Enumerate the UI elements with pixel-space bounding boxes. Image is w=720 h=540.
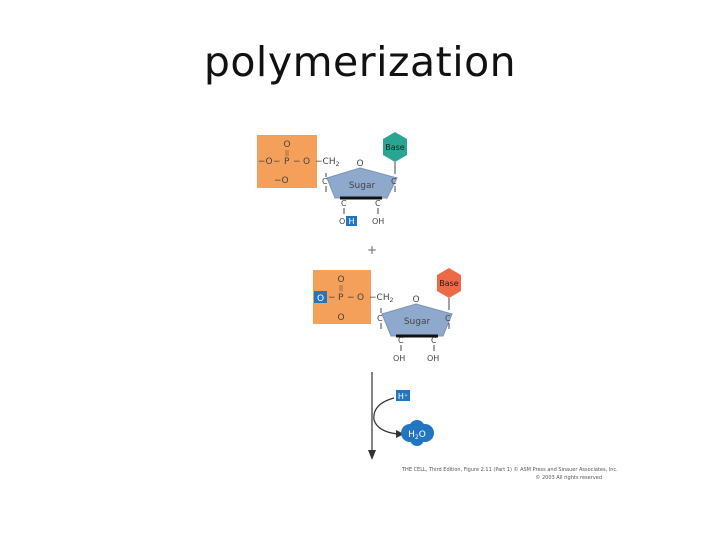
main-arrow-head xyxy=(368,450,376,460)
o-highlight-box xyxy=(314,291,327,303)
phosphate-o-left: −O xyxy=(258,157,273,167)
release-arrow-head xyxy=(396,430,404,438)
base-label-bottom: Base xyxy=(439,279,459,288)
credit-line-2: © 2003 All rights reserved xyxy=(535,475,602,481)
phosphate-o-bottom: −O xyxy=(274,176,289,186)
c-bottom-right-top: C xyxy=(375,199,381,208)
c-right-bottom: C xyxy=(445,314,451,323)
phosphate-o-bottom-b: O xyxy=(337,313,344,323)
nucleotide-bottom: O || O − P − O O −CH2 O Sugar Base C C C… xyxy=(313,268,461,363)
phosphate-dash-left: − xyxy=(273,157,281,167)
sugar-label-bottom: Sugar xyxy=(404,317,431,327)
ch2-label: −CH2 xyxy=(315,157,340,168)
phosphate-p: P xyxy=(284,157,290,167)
phosphate-dash-right: − xyxy=(293,157,301,167)
phosphate-p-b: P xyxy=(338,293,344,303)
figure-credit: THE CELL, Third Edition, Figure 2.11 (Pa… xyxy=(402,466,618,482)
ring-o-top: O xyxy=(356,159,363,169)
c-bottom-right-bottom: C xyxy=(431,336,437,345)
base-hexagon-top xyxy=(383,132,407,162)
phosphate-o-top: O xyxy=(283,140,290,150)
phosphate-group-top xyxy=(257,135,317,188)
phosphate-o-right-b: O xyxy=(357,293,364,303)
oh-left-o-top: O xyxy=(339,217,345,226)
ch2-label-b: −CH2 xyxy=(369,293,394,304)
phosphate-double-bond-b: || xyxy=(339,285,343,292)
water-molecule-icon xyxy=(401,420,434,446)
c-bottom-left-bottom: C xyxy=(398,336,404,345)
c-left-bottom: C xyxy=(377,314,383,323)
reaction-arrow: H⁺ H2O xyxy=(368,372,434,460)
c-right-top: C xyxy=(391,177,397,186)
release-arc xyxy=(373,397,399,435)
h-plus-box xyxy=(396,390,410,401)
oh-left-h-top: H xyxy=(348,217,354,226)
c-bottom-left-top: C xyxy=(341,199,347,208)
water-label: H2O xyxy=(408,430,426,441)
oh-right-top: OH xyxy=(372,217,384,226)
phosphate-dash-right-b: − xyxy=(347,293,355,303)
base-hexagon-bottom xyxy=(437,268,461,298)
h-plus-label: H⁺ xyxy=(398,392,408,401)
nucleotide-top: O || −O − P − O −O −CH2 O Sugar Base C C… xyxy=(257,132,407,226)
base-label-top: Base xyxy=(385,143,405,152)
h-highlight-box xyxy=(346,216,357,226)
c-left-top: C xyxy=(322,177,328,186)
phosphate-double-bond: || xyxy=(285,150,289,157)
phosphate-o-right: O xyxy=(303,157,310,167)
phosphate-o-left-b: O xyxy=(317,294,324,304)
sugar-label-top: Sugar xyxy=(349,181,376,191)
credit-line-1: THE CELL, Third Edition, Figure 2.11 (Pa… xyxy=(402,467,618,473)
phosphate-dash-left-b: − xyxy=(328,293,336,303)
plus-sign: + xyxy=(367,243,377,257)
ring-o-bottom: O xyxy=(412,295,419,305)
slide-title: polymerization xyxy=(203,38,517,86)
phosphate-o-top-b: O xyxy=(337,275,344,285)
oh-left-bottom: OH xyxy=(393,354,405,363)
oh-right-bottom: OH xyxy=(427,354,439,363)
